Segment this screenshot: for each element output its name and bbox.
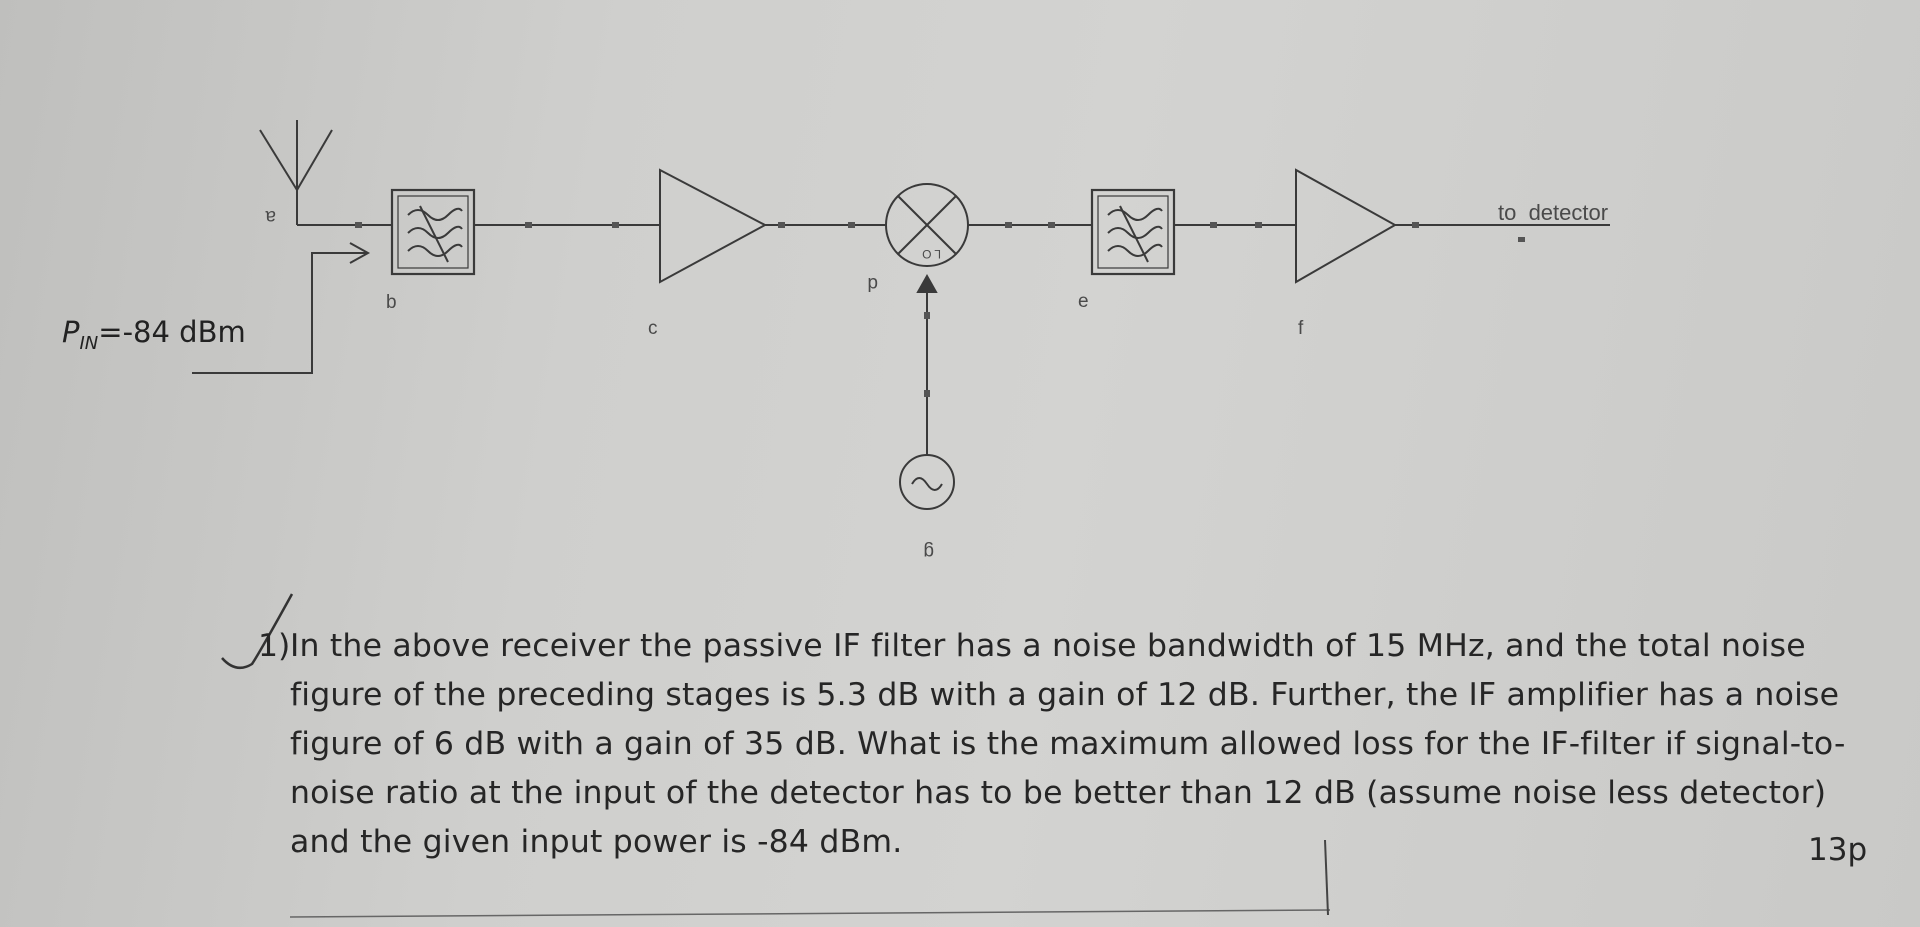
amplifier-c-icon bbox=[659, 168, 768, 284]
mixer-d-icon bbox=[885, 183, 969, 267]
label-f: f bbox=[1298, 318, 1304, 339]
label-d: d bbox=[867, 273, 878, 294]
input-power-arrow bbox=[192, 242, 371, 374]
label-to-detector: to detector bbox=[1498, 200, 1608, 225]
label-c: c bbox=[648, 318, 658, 339]
amplifier-f-icon bbox=[1295, 168, 1398, 284]
input-power-label: PIN=-84 dBm bbox=[62, 315, 246, 354]
question-points: 13p bbox=[1808, 832, 1868, 868]
pen-mark bbox=[1324, 839, 1329, 916]
oscillator-g-icon bbox=[899, 454, 955, 510]
label-g: g bbox=[923, 541, 934, 562]
label-lo: L O bbox=[922, 247, 941, 261]
port-markers bbox=[355, 222, 1525, 397]
pen-underline bbox=[289, 909, 1331, 918]
question-text: In the above receiver the passive IF fil… bbox=[290, 628, 1846, 860]
filter-b-icon bbox=[390, 188, 476, 276]
label-b: b bbox=[386, 292, 397, 313]
label-a: a bbox=[265, 206, 276, 227]
label-e: e bbox=[1078, 291, 1089, 312]
lo-arrow-icon bbox=[916, 273, 938, 293]
antenna-icon bbox=[259, 120, 333, 225]
check-mark-icon bbox=[221, 593, 294, 670]
question-number: 1) bbox=[258, 628, 291, 664]
filter-e-icon bbox=[1090, 188, 1176, 276]
